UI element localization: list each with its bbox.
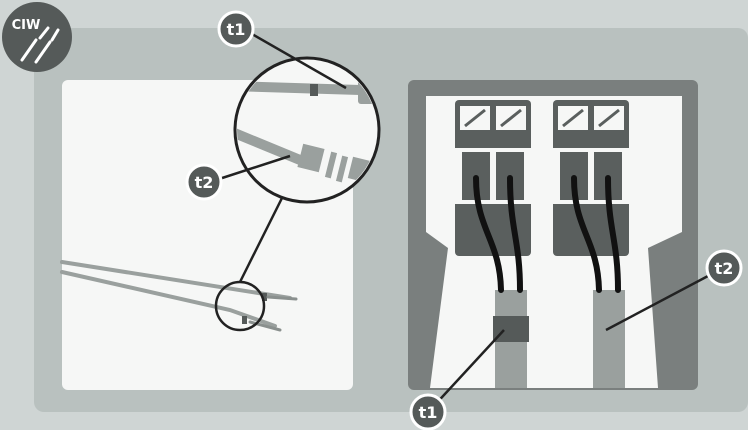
- cable-sheath-right: [593, 290, 625, 388]
- callout-t2-left: t2: [185, 163, 223, 201]
- logo-text: CIW: [12, 18, 41, 33]
- terminal-block-left: [455, 100, 531, 256]
- terminal-block-right: [553, 100, 629, 256]
- cable-sheath-left: [493, 290, 529, 388]
- callout-t2-right-label: t2: [715, 259, 734, 278]
- logo-badge: CIW: [2, 2, 72, 72]
- callout-t1-bottom: t1: [409, 393, 447, 430]
- zoom-connector-line: [238, 195, 285, 283]
- callout-t1-bottom-label: t1: [419, 403, 438, 422]
- callout-t2-right: t2: [705, 249, 743, 287]
- wires: [473, 175, 621, 293]
- callout-t2-left-label: t2: [195, 173, 214, 192]
- callout-t1-top-label: t1: [227, 20, 246, 39]
- cable-connector-icon: [20, 26, 60, 64]
- callout-t1-top: t1: [217, 10, 255, 48]
